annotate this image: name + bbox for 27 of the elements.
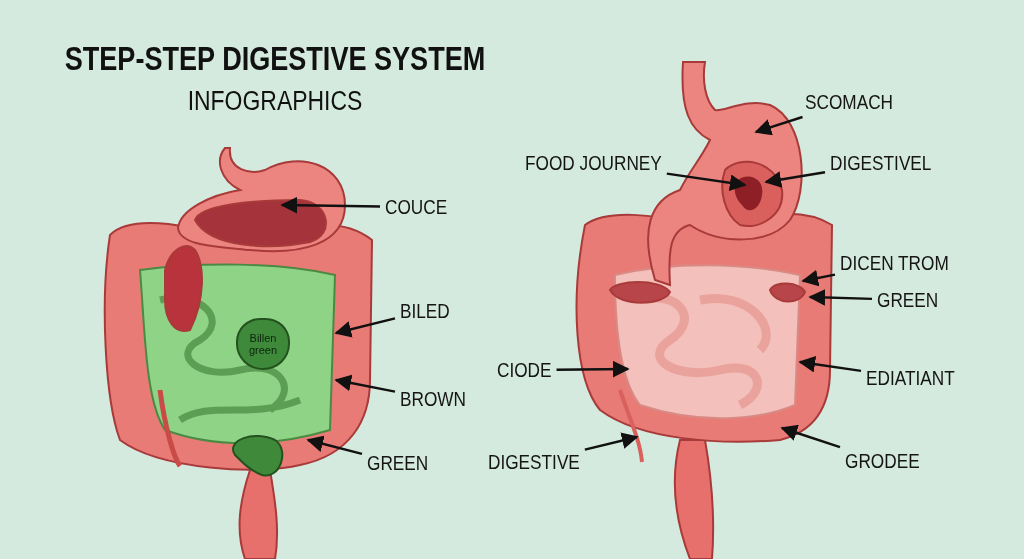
- part-label: DICEN TROM: [840, 251, 949, 275]
- part-label: FOOD JOURNEY: [525, 151, 662, 175]
- part-label: EDIATIANT: [866, 366, 955, 390]
- leader-arrow: [780, 424, 841, 449]
- leader-arrow: [334, 317, 396, 338]
- part-label: GRODEE: [845, 449, 920, 473]
- part-label: GREEN: [877, 288, 939, 312]
- part-label: BROWN: [400, 387, 466, 411]
- leader-arrow: [764, 171, 826, 188]
- leader-arrow: [584, 432, 639, 451]
- leader-arrow: [666, 172, 747, 192]
- title: STEP-STEP DIGESTIVE SYSTEM: [63, 40, 487, 78]
- leader-arrow: [556, 360, 630, 378]
- leader-arrow: [306, 435, 363, 456]
- part-label: BILED: [400, 299, 450, 323]
- leader-arrow: [808, 289, 873, 306]
- part-label: GREEN: [367, 451, 429, 475]
- part-label: COUCE: [385, 195, 448, 219]
- leader-arrow: [280, 196, 380, 214]
- part-label: CIODE: [497, 358, 552, 382]
- leader-arrow: [798, 355, 862, 373]
- part-label: DIGESTIVEL: [830, 151, 932, 175]
- title: INFOGRAPHICS: [186, 86, 364, 117]
- leader-arrow: [334, 374, 396, 393]
- part-label: DIGESTIVE: [488, 450, 580, 474]
- part-label: SCOMACH: [805, 90, 893, 114]
- leader-arrow: [801, 269, 836, 287]
